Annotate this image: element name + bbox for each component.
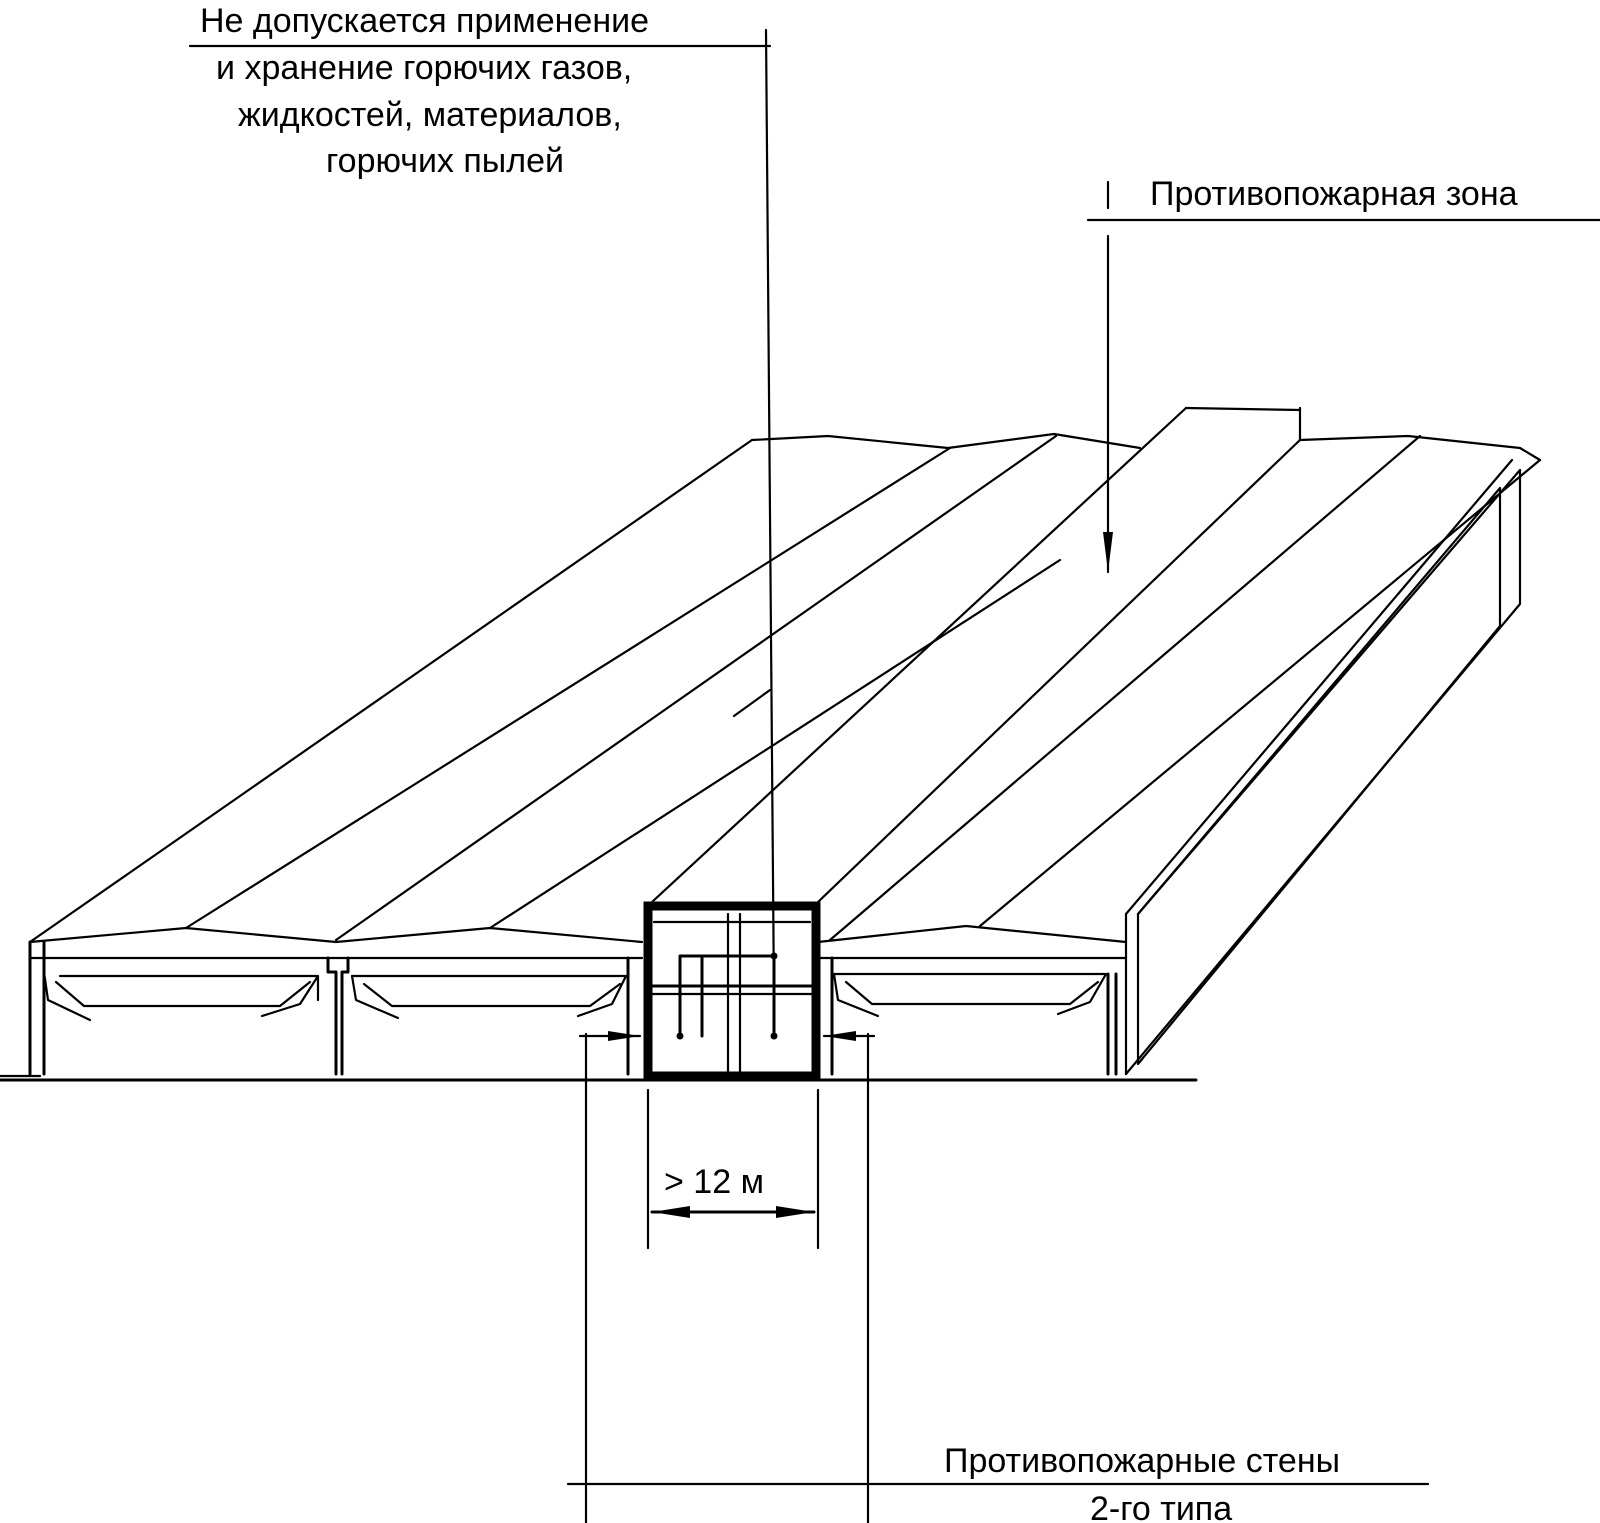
fire-walls-leaders: [566, 1031, 1430, 1523]
fire-walls-label-line1: Противопожарные стены: [944, 1442, 1340, 1480]
no-flammables-leader: [188, 28, 776, 1002]
no-flammables-label-line2: и хранение горючих газов,: [216, 49, 632, 87]
left-building-section: [28, 940, 644, 1076]
width-dimension: [646, 1088, 820, 1250]
no-flammables-label-line1: Не допускается применение: [200, 2, 649, 40]
width-dimension-label: > 12 м: [664, 1163, 764, 1201]
no-flammables-label-line3: жидкостей, материалов,: [238, 96, 622, 134]
fire-walls-label-line2: 2-го типа: [1090, 1490, 1232, 1523]
no-flammables-label-line4: горючих пылей: [326, 142, 564, 180]
fire-zone-label: Противопожарная зона: [1150, 175, 1518, 213]
left-building-roof: [28, 432, 1142, 944]
fire-zone-leader: [1086, 180, 1600, 574]
fire-zone-block: [643, 901, 821, 1081]
right-building-section: [816, 956, 1128, 1076]
right-building-roof: [650, 406, 1542, 1076]
